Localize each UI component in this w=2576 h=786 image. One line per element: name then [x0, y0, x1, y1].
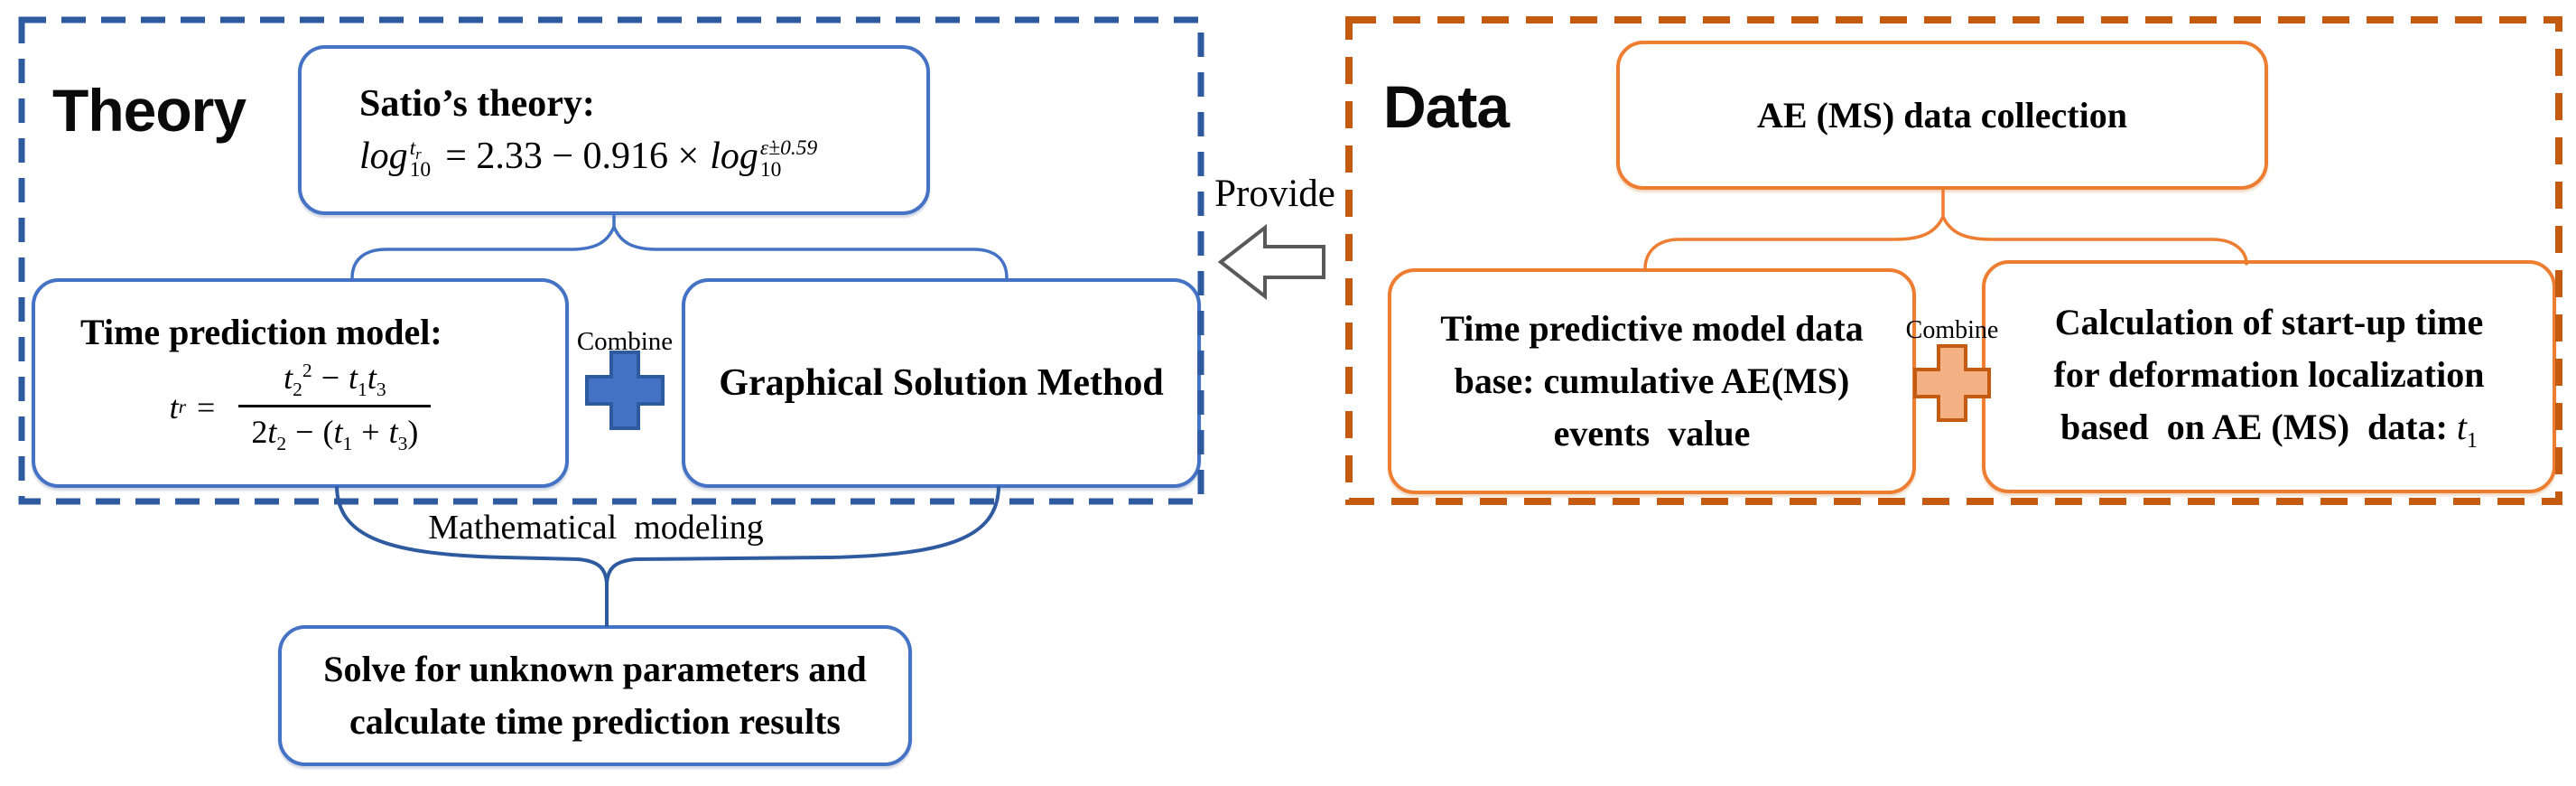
provide-arrow-icon — [1217, 223, 1325, 301]
solve-line: Solve for unknown parameters and — [323, 649, 867, 689]
calculation-line: Calculation of start-up time — [2054, 302, 2484, 343]
ae-data-collection-box: AE (MS) data collection — [1616, 41, 2268, 190]
provide-label: Provide — [1214, 173, 1335, 215]
solve-parameters-box: Solve for unknown parameters and calcula… — [278, 625, 912, 766]
database-line: events value — [1553, 413, 1751, 454]
combine-label-data: Combine — [1905, 316, 1999, 344]
time-prediction-title: Time prediction model: — [80, 311, 442, 352]
formula-middle: = 2.33 − 0.916 × — [445, 136, 700, 177]
mathematical-modeling-label: Mathematical modeling — [428, 509, 764, 547]
data-section-label: Data — [1383, 73, 1510, 140]
formula-term: log — [359, 136, 408, 177]
database-line: base: cumulative AE(MS) — [1454, 360, 1850, 401]
calculation-line: based on AE (MS) data: t1 — [2060, 407, 2478, 454]
graphical-solution-box: Graphical Solution Method — [682, 278, 1201, 488]
theory-split-brace — [350, 211, 1009, 280]
satio-theory-title: Satio’s theory: — [359, 83, 595, 125]
graphical-solution-title: Graphical Solution Method — [719, 362, 1164, 404]
data-split-brace — [1643, 188, 2248, 271]
combine-plus-icon-orange — [1913, 344, 1991, 422]
fraction: t22−t1t3 2t2−(t1+t3) — [238, 359, 432, 455]
formula-term: log — [710, 136, 758, 177]
combine-label-theory: Combine — [576, 327, 674, 356]
solve-line: calculate time prediction results — [349, 701, 841, 742]
time-predictive-database-box: Time predictive model data base: cumulat… — [1388, 268, 1916, 494]
database-line: Time predictive model data — [1440, 308, 1864, 349]
theory-section-label: Theory — [52, 77, 246, 144]
t1-variable: t — [2456, 407, 2468, 448]
calculation-line: for deformation localization — [2053, 354, 2485, 396]
ae-data-collection-title: AE (MS) data collection — [1757, 95, 2127, 136]
startup-time-calculation-box: Calculation of start-up time for deforma… — [1982, 260, 2556, 493]
combine-plus-icon-blue — [585, 351, 665, 430]
